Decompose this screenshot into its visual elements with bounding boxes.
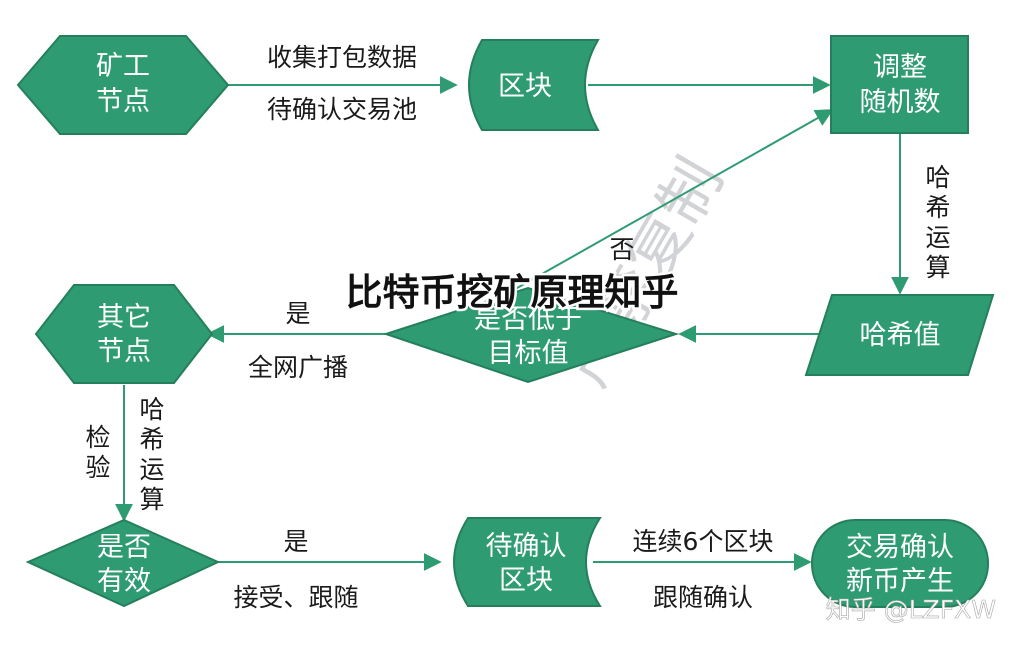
node-random-line1: 调整 bbox=[873, 52, 927, 83]
edge-decision-no-random bbox=[509, 109, 834, 293]
node-pending-block-shape bbox=[453, 517, 602, 607]
label-yes-broadcast: 是 bbox=[285, 299, 310, 328]
label-hash-calc2-1: 哈 bbox=[139, 395, 164, 424]
edge-labels: 收集打包数据 待确认交易池 哈 希 运 算 否 是 全网广播 检 验 哈 希 运… bbox=[85, 43, 950, 612]
node-block-line1: 区块 bbox=[498, 71, 552, 102]
label-verify-2: 验 bbox=[85, 453, 110, 482]
label-hash-calc-4: 算 bbox=[925, 253, 950, 282]
node-confirmed-line2: 新币产生 bbox=[846, 566, 954, 597]
node-confirmed-shape bbox=[811, 519, 989, 608]
label-hash-calc2-3: 运 bbox=[139, 455, 164, 484]
node-block: 区块 bbox=[468, 39, 600, 131]
node-decision-target-line2: 目标值 bbox=[488, 338, 569, 369]
node-random: 调整 随机数 bbox=[830, 35, 969, 134]
node-confirmed: 交易确认 新币产生 bbox=[811, 519, 989, 608]
label-pool: 待确认交易池 bbox=[267, 95, 417, 124]
node-other-nodes-line2: 节点 bbox=[97, 336, 151, 367]
label-hash-calc2-4: 算 bbox=[139, 485, 164, 514]
label-broadcast: 全网广播 bbox=[248, 353, 348, 382]
node-miner-line2: 节点 bbox=[96, 86, 150, 117]
node-hash-value: 哈希值 bbox=[804, 294, 995, 376]
label-collect: 收集打包数据 bbox=[267, 43, 417, 72]
node-block-shape bbox=[468, 39, 600, 131]
label-follow-confirm: 跟随确认 bbox=[653, 583, 753, 612]
node-decision-target-line1: 是否低于 bbox=[474, 304, 582, 335]
node-hash-value-line1: 哈希值 bbox=[860, 320, 941, 351]
node-other-nodes-shape bbox=[34, 284, 214, 384]
label-hash-calc-1: 哈 bbox=[925, 163, 950, 192]
label-no: 否 bbox=[609, 235, 634, 264]
overlay-title: 比特币挖矿原理知乎 bbox=[346, 271, 679, 314]
node-valid-line1: 是否 bbox=[97, 532, 151, 563]
node-pending-block: 待确认 区块 bbox=[453, 517, 602, 607]
node-random-line2: 随机数 bbox=[860, 87, 941, 118]
node-valid-shape bbox=[25, 518, 221, 608]
node-miner-line1: 矿工 bbox=[96, 51, 150, 82]
node-miner: 矿工 节点 bbox=[16, 35, 230, 135]
brand-watermark: 知乎 @LZFXW bbox=[826, 595, 996, 624]
node-pending-block-line1: 待确认 bbox=[486, 531, 567, 562]
label-yes-accept: 是 bbox=[283, 527, 308, 556]
label-hash-calc-2: 希 bbox=[925, 193, 950, 222]
label-hash-calc-3: 运 bbox=[925, 223, 950, 252]
node-miner-shape bbox=[16, 35, 230, 135]
node-confirmed-line1: 交易确认 bbox=[846, 532, 954, 563]
edges bbox=[115, 76, 909, 571]
node-valid: 是否 有效 bbox=[25, 518, 221, 608]
node-decision-target-shape bbox=[382, 286, 680, 384]
label-accept: 接受、跟随 bbox=[233, 583, 358, 612]
node-random-shape bbox=[830, 35, 969, 134]
node-hash-value-shape bbox=[804, 294, 995, 376]
node-valid-line2: 有效 bbox=[97, 566, 151, 597]
label-hash-calc2-2: 希 bbox=[139, 425, 164, 454]
label-verify-1: 检 bbox=[85, 423, 110, 452]
label-six-blocks: 连续6个区块 bbox=[633, 527, 774, 556]
node-other-nodes-line1: 其它 bbox=[97, 302, 151, 333]
node-pending-block-line2: 区块 bbox=[499, 565, 553, 596]
node-other-nodes: 其它 节点 bbox=[34, 284, 214, 384]
node-decision-target: 是否低于 目标值 bbox=[382, 286, 680, 384]
